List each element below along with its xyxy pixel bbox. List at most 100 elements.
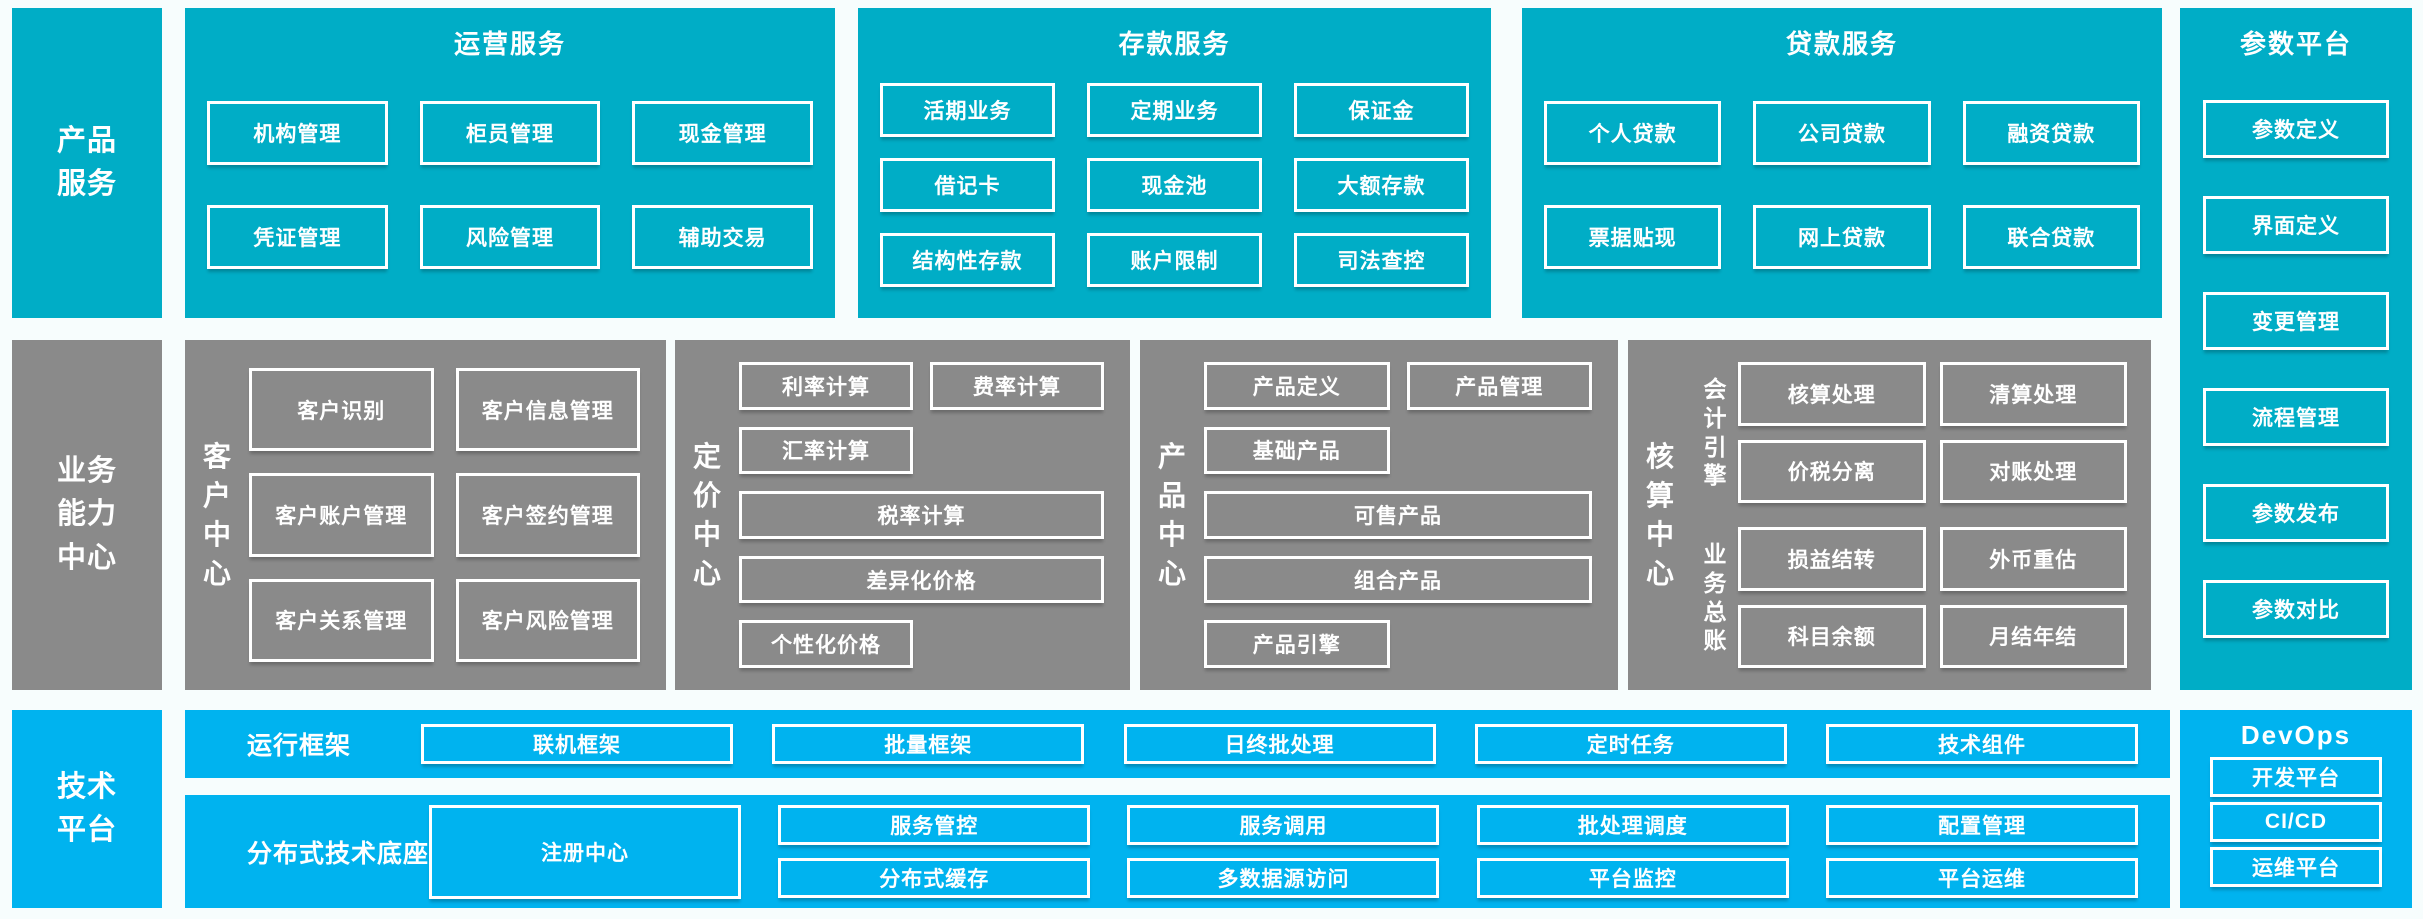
diagram-node: 价税分离	[1738, 439, 1926, 503]
diagram-node: 产品定义	[1204, 362, 1390, 410]
diagram-node: 日终批处理	[1123, 724, 1436, 764]
diagram-node: 机构管理	[207, 101, 388, 166]
diagram-node: 利率计算	[739, 362, 913, 410]
diagram-node: 多数据源访问	[1127, 858, 1440, 898]
loan-buttons-grid: 个人贷款公司贷款融资贷款票据贴现网上贷款联合贷款	[1522, 62, 2162, 318]
runtime-framework-buttons: 联机框架批量框架日终批处理定时任务技术组件	[421, 724, 2138, 764]
diagram-node: 联机框架	[421, 724, 733, 764]
pricing-center-grid: 利率计算费率计算汇率计算税率计算差异化价格个性化价格	[739, 340, 1130, 690]
pricing-center-panel: 定 价 中 心 利率计算费率计算汇率计算税率计算差异化价格个性化价格	[675, 340, 1130, 690]
diagram-node: 科目余额	[1738, 604, 1926, 668]
diagram-node: 费率计算	[930, 362, 1104, 410]
diagram-node: CI/CD	[2210, 802, 2382, 842]
label-accounting-engine: 会 计 引 擎	[1703, 376, 1727, 489]
distributed-column-1: 服务管控分布式缓存	[778, 805, 1091, 898]
diagram-node: 分布式缓存	[778, 858, 1091, 898]
diagram-node: 技术组件	[1826, 724, 2138, 764]
diagram-node: 核算处理	[1738, 362, 1926, 426]
devops-panel: DevOps 开发平台 CI/CD 运维平台	[2180, 710, 2412, 908]
business-ledger-group: 业 务 总 账 损益结转外币重估科目余额月结年结	[1692, 527, 2127, 668]
diagram-node: 活期业务	[880, 83, 1055, 137]
accounting-groups: 会 计 引 擎 核算处理清算处理价税分离对账处理 业 务 总 账 损益结转外币重…	[1692, 340, 2151, 690]
distributed-base-content: 注册中心 服务管控分布式缓存 服务调用多数据源访问 批处理调度平台监控 配置管理…	[429, 804, 2138, 899]
registry-center-node: 注册中心	[429, 804, 742, 899]
panel-title-ops: 运营服务	[453, 29, 566, 59]
label-pricing-center: 定 价 中 心	[692, 440, 721, 590]
diagram-node: 月结年结	[1939, 604, 2127, 668]
diagram-node: 客户风险管理	[455, 578, 640, 662]
param-platform-panel: 参数平台 参数定义界面定义变更管理流程管理参数发布参数对比	[2180, 8, 2412, 690]
distributed-column-2: 服务调用多数据源访问	[1127, 805, 1440, 898]
distributed-column-4: 配置管理平台运维	[1825, 805, 2138, 898]
devops-buttons: 开发平台 CI/CD 运维平台	[2180, 752, 2412, 908]
diagram-node: 产品引擎	[1204, 620, 1390, 668]
panel-title-devops: DevOps	[2240, 720, 2352, 750]
distributed-base-bar: 分布式技术底座 注册中心 服务管控分布式缓存 服务调用多数据源访问 批处理调度平…	[185, 795, 2170, 908]
diagram-node: 变更管理	[2203, 292, 2389, 350]
diagram-node: 凭证管理	[207, 204, 388, 269]
diagram-node: 汇率计算	[739, 426, 913, 475]
diagram-node: 现金池	[1087, 158, 1262, 212]
diagram-node: 外币重估	[1939, 527, 2127, 591]
diagram-node: 服务管控	[778, 805, 1091, 845]
diagram-node: 风险管理	[419, 204, 601, 269]
diagram-node: 现金管理	[632, 101, 813, 166]
diagram-node: 票据贴现	[1544, 204, 1722, 269]
panel-title-param-platform: 参数平台	[2239, 29, 2352, 59]
label-customer-center: 客 户 中 心	[202, 440, 231, 590]
diagram-node: 平台运维	[1825, 858, 2138, 898]
diagram-node: 对账处理	[1939, 439, 2127, 503]
diagram-node: 运维平台	[2210, 847, 2382, 887]
diagram-node: 结构性存款	[880, 233, 1055, 287]
label-accounting-center: 核 算 中 心	[1645, 440, 1674, 590]
label-business-ledger: 业 务 总 账	[1703, 541, 1727, 654]
customer-center-panel: 客 户 中 心 客户识别客户信息管理客户账户管理客户签约管理客户关系管理客户风险…	[185, 340, 666, 690]
label-runtime-framework: 运行框架	[247, 732, 352, 760]
diagram-node: 流程管理	[2203, 388, 2389, 446]
diagram-node: 柜员管理	[419, 101, 601, 166]
diagram-node: 个性化价格	[739, 620, 913, 668]
diagram-node: 损益结转	[1738, 527, 1926, 591]
diagram-node: 融资贷款	[1962, 101, 2140, 166]
diagram-node: 配置管理	[1825, 805, 2138, 845]
diagram-node: 开发平台	[2210, 757, 2382, 797]
diagram-node: 界面定义	[2203, 196, 2389, 254]
diagram-node: 保证金	[1294, 83, 1469, 137]
distributed-column-3: 批处理调度平台监控	[1476, 805, 1789, 898]
diagram-node: 客户账户管理	[249, 473, 434, 557]
product-center-panel: 产 品 中 心 产品定义产品管理基础产品可售产品组合产品产品引擎	[1140, 340, 1618, 690]
diagram-node: 批量框架	[772, 724, 1085, 764]
diagram-node: 基础产品	[1204, 426, 1390, 475]
diagram-node: 客户信息管理	[455, 368, 640, 452]
diagram-node: 清算处理	[1939, 362, 2127, 426]
diagram-node: 辅助交易	[632, 204, 813, 269]
diagram-node: 参数发布	[2203, 484, 2389, 542]
label-distributed-base: 分布式技术底座	[247, 839, 430, 868]
panel-title-deposit: 存款服务	[1118, 29, 1231, 59]
accounting-center-panel: 核 算 中 心 会 计 引 擎 核算处理清算处理价税分离对账处理 业 务 总 账…	[1628, 340, 2151, 690]
ops-services-panel: 运营服务 机构管理柜员管理现金管理凭证管理风险管理辅助交易	[185, 8, 835, 318]
diagram-node: 客户关系管理	[249, 578, 434, 662]
diagram-node: 司法查控	[1294, 233, 1469, 287]
diagram-node: 定时任务	[1474, 724, 1787, 764]
diagram-node: 可售产品	[1204, 491, 1592, 539]
loan-services-panel: 贷款服务 个人贷款公司贷款融资贷款票据贴现网上贷款联合贷款	[1522, 8, 2162, 318]
diagram-node: 联合贷款	[1962, 204, 2140, 269]
diagram-node: 差异化价格	[739, 555, 1104, 604]
diagram-node: 大额存款	[1294, 158, 1469, 212]
param-platform-buttons: 参数定义界面定义变更管理流程管理参数发布参数对比	[2180, 62, 2412, 690]
diagram-node: 网上贷款	[1753, 204, 1931, 269]
diagram-node: 客户识别	[249, 368, 434, 452]
side-label-business-capability: 业务 能力 中心	[12, 340, 162, 690]
diagram-node: 个人贷款	[1544, 101, 1722, 166]
accounting-engine-group: 会 计 引 擎 核算处理清算处理价税分离对账处理	[1692, 362, 2127, 503]
product-center-grid: 产品定义产品管理基础产品可售产品组合产品产品引擎	[1204, 340, 1618, 690]
label-product-center: 产 品 中 心	[1157, 440, 1186, 590]
side-label-product-services: 产品 服务	[12, 8, 162, 318]
diagram-node: 公司贷款	[1753, 101, 1931, 166]
side-label-tech-platform: 技术 平台	[12, 710, 162, 908]
diagram-node: 客户签约管理	[455, 473, 640, 557]
diagram-node: 参数对比	[2203, 580, 2389, 638]
diagram-node: 账户限制	[1087, 233, 1262, 287]
panel-title-loan: 贷款服务	[1785, 29, 1898, 59]
